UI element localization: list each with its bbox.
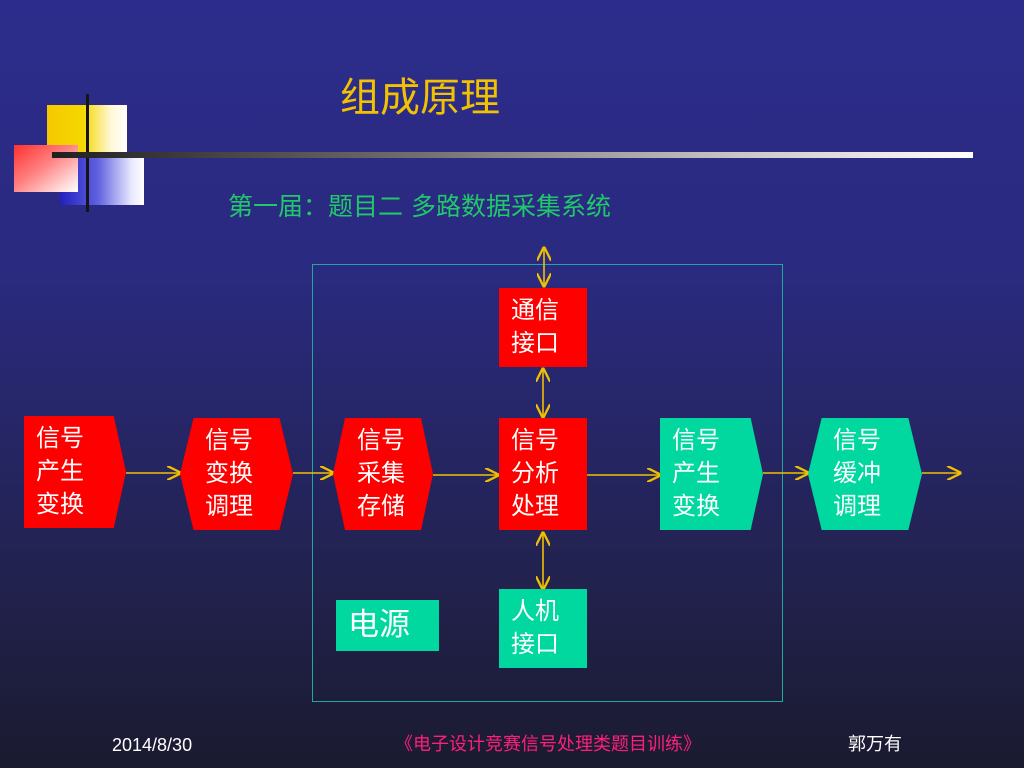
- block-line: 信号: [511, 426, 559, 454]
- block-line: 接口: [511, 630, 559, 658]
- block-line: 信号: [205, 426, 253, 454]
- block-signal-conditioning: 信号 变换 调理: [180, 418, 293, 530]
- block-line: 缓冲: [833, 459, 881, 487]
- block-signal-acquisition: 信号 采集 存储: [333, 418, 433, 530]
- block-line: 信号: [833, 426, 881, 454]
- block-line: 接口: [511, 329, 559, 357]
- block-hmi-interface: 人机 接口: [499, 589, 587, 668]
- block-line: 信号: [357, 426, 405, 454]
- block-line: 信号: [36, 424, 84, 452]
- block-comm-interface: 通信 接口: [499, 288, 587, 367]
- block-line: 存储: [357, 492, 405, 520]
- footer-author: 郭万有: [848, 734, 902, 755]
- block-line: 产生: [672, 459, 720, 487]
- block-power-supply: 电源: [336, 600, 439, 651]
- footer-course-title: 《电子设计竞赛信号处理类题目训练》: [395, 734, 701, 755]
- block-line: 处理: [511, 492, 559, 520]
- block-line: 信号: [672, 426, 720, 454]
- decor-horizontal-line: [52, 152, 973, 158]
- block-line: 产生: [36, 457, 84, 485]
- slide-title: 组成原理: [340, 75, 500, 121]
- block-line: 人机: [511, 597, 559, 625]
- slide-subtitle: 第一届：题目二 多路数据采集系统: [228, 192, 611, 221]
- block-signal-gen-input: 信号 产生 变换: [24, 416, 126, 528]
- footer-date: 2014/8/30: [112, 735, 193, 755]
- block-line: 变换: [672, 492, 720, 520]
- block-signal-processing: 信号 分析 处理: [499, 418, 587, 530]
- block-line: 调理: [205, 492, 253, 520]
- block-line: 变换: [205, 459, 253, 487]
- block-line: 通信: [511, 296, 559, 324]
- block-signal-buffer: 信号 缓冲 调理: [808, 418, 922, 530]
- block-line: 采集: [357, 459, 405, 487]
- block-line: 变换: [36, 490, 84, 518]
- block-signal-gen-output: 信号 产生 变换: [660, 418, 763, 530]
- block-line: 分析: [511, 459, 559, 487]
- block-line: 调理: [833, 492, 881, 520]
